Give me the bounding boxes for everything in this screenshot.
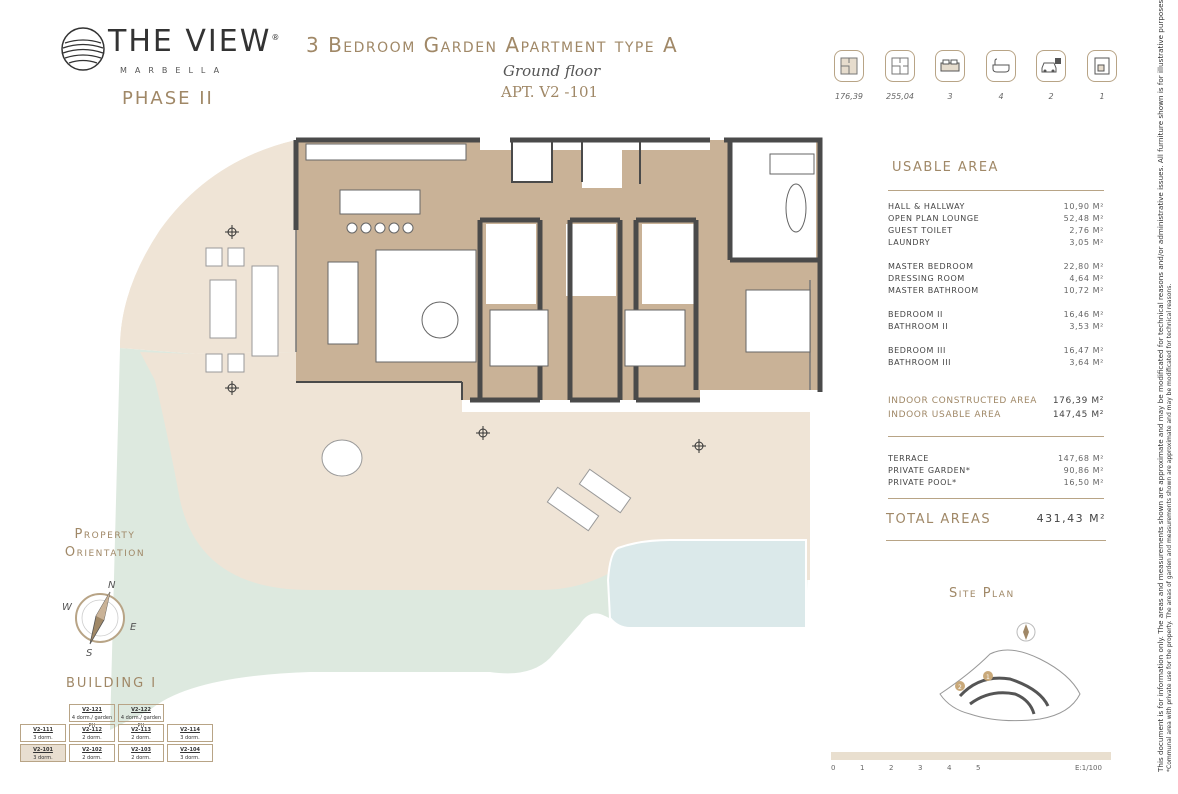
usable-area-heading: USABLE AREA: [892, 160, 999, 175]
compass-n: N: [108, 580, 116, 591]
site-marker-2-icon: [955, 681, 965, 691]
bathtub: [785, 183, 807, 233]
guest-toilet: [512, 140, 552, 182]
dressing-closets: [566, 224, 616, 296]
bed-icon: [935, 50, 965, 82]
floorplan-built-icon: [834, 50, 864, 82]
brand-name: THE VIEW®: [108, 24, 282, 59]
divider: [886, 540, 1106, 541]
kitchen-counter: [305, 143, 467, 161]
built-area-value: 176,39: [835, 92, 863, 101]
site-marker-1: 1: [986, 674, 990, 681]
bed-ii: [489, 309, 549, 367]
bathroom-ii: [486, 224, 536, 304]
dining-table: [327, 261, 359, 345]
bed-iii: [624, 309, 686, 367]
private-pool: [606, 539, 807, 629]
scale-bar: [831, 752, 1111, 760]
site-marker-1-icon: [983, 671, 993, 681]
terrace-table: [209, 279, 237, 339]
storage-icon: [1087, 50, 1117, 82]
the-view-logo-icon: [61, 27, 105, 71]
divider: [888, 498, 1104, 499]
building-heading: BUILDING I: [66, 676, 158, 691]
kitchen-island: [339, 189, 421, 215]
disclaimer-main: This document is for information only. T…: [1156, 0, 1165, 772]
divider: [888, 436, 1104, 437]
floorplan-total-icon: [885, 50, 915, 82]
storage-value: 1: [1099, 92, 1105, 101]
compass-w: W: [62, 602, 73, 613]
phase-label: PHASE II: [122, 88, 214, 109]
terrace-lower: [150, 360, 810, 590]
parking-icon: [1036, 50, 1066, 82]
bath-icon: [986, 50, 1016, 82]
laundry: [582, 140, 622, 188]
parking-value: 2: [1048, 92, 1054, 101]
bathrooms-value: 4: [998, 92, 1004, 101]
lounge-sofa: [375, 249, 477, 363]
compass-e: E: [130, 622, 137, 633]
disclaimer-note: *Communal area with private use for the …: [1166, 283, 1173, 772]
bedrooms-value: 3: [947, 92, 953, 101]
page-title: 3 Bedroom Garden Apartment type A: [306, 33, 679, 57]
terrace-armchair: [321, 439, 363, 477]
brand-location: MARBELLA: [120, 66, 228, 75]
site-plan-map: 1 2: [939, 622, 1081, 722]
terrace-sofa: [251, 265, 279, 357]
total-area-value: 255,04: [886, 92, 914, 101]
bathroom-iii: [642, 224, 694, 304]
floor-label: Ground floor: [503, 62, 601, 80]
outdoor-row: PRIVATE POOL*16,50 M²: [888, 478, 1104, 487]
disclaimer: This document is for information only. T…: [1142, 0, 1173, 772]
apartment-number: APT. V2 -101: [501, 83, 599, 101]
orientation-heading: Property Orientation: [64, 527, 146, 560]
divider: [888, 190, 1104, 191]
floor-plan: [110, 137, 823, 730]
site-plan-heading: Site Plan: [949, 586, 1015, 601]
outdoor-row: PRIVATE GARDEN*90,86 M²: [888, 466, 1104, 475]
compass-icon: N E S W: [62, 580, 137, 658]
site-marker-2: 2: [958, 684, 962, 691]
summary-icons: 176,39 255,04 3 4 2 1: [831, 50, 1121, 110]
compass-s: S: [86, 648, 93, 658]
master-bed: [745, 289, 811, 353]
